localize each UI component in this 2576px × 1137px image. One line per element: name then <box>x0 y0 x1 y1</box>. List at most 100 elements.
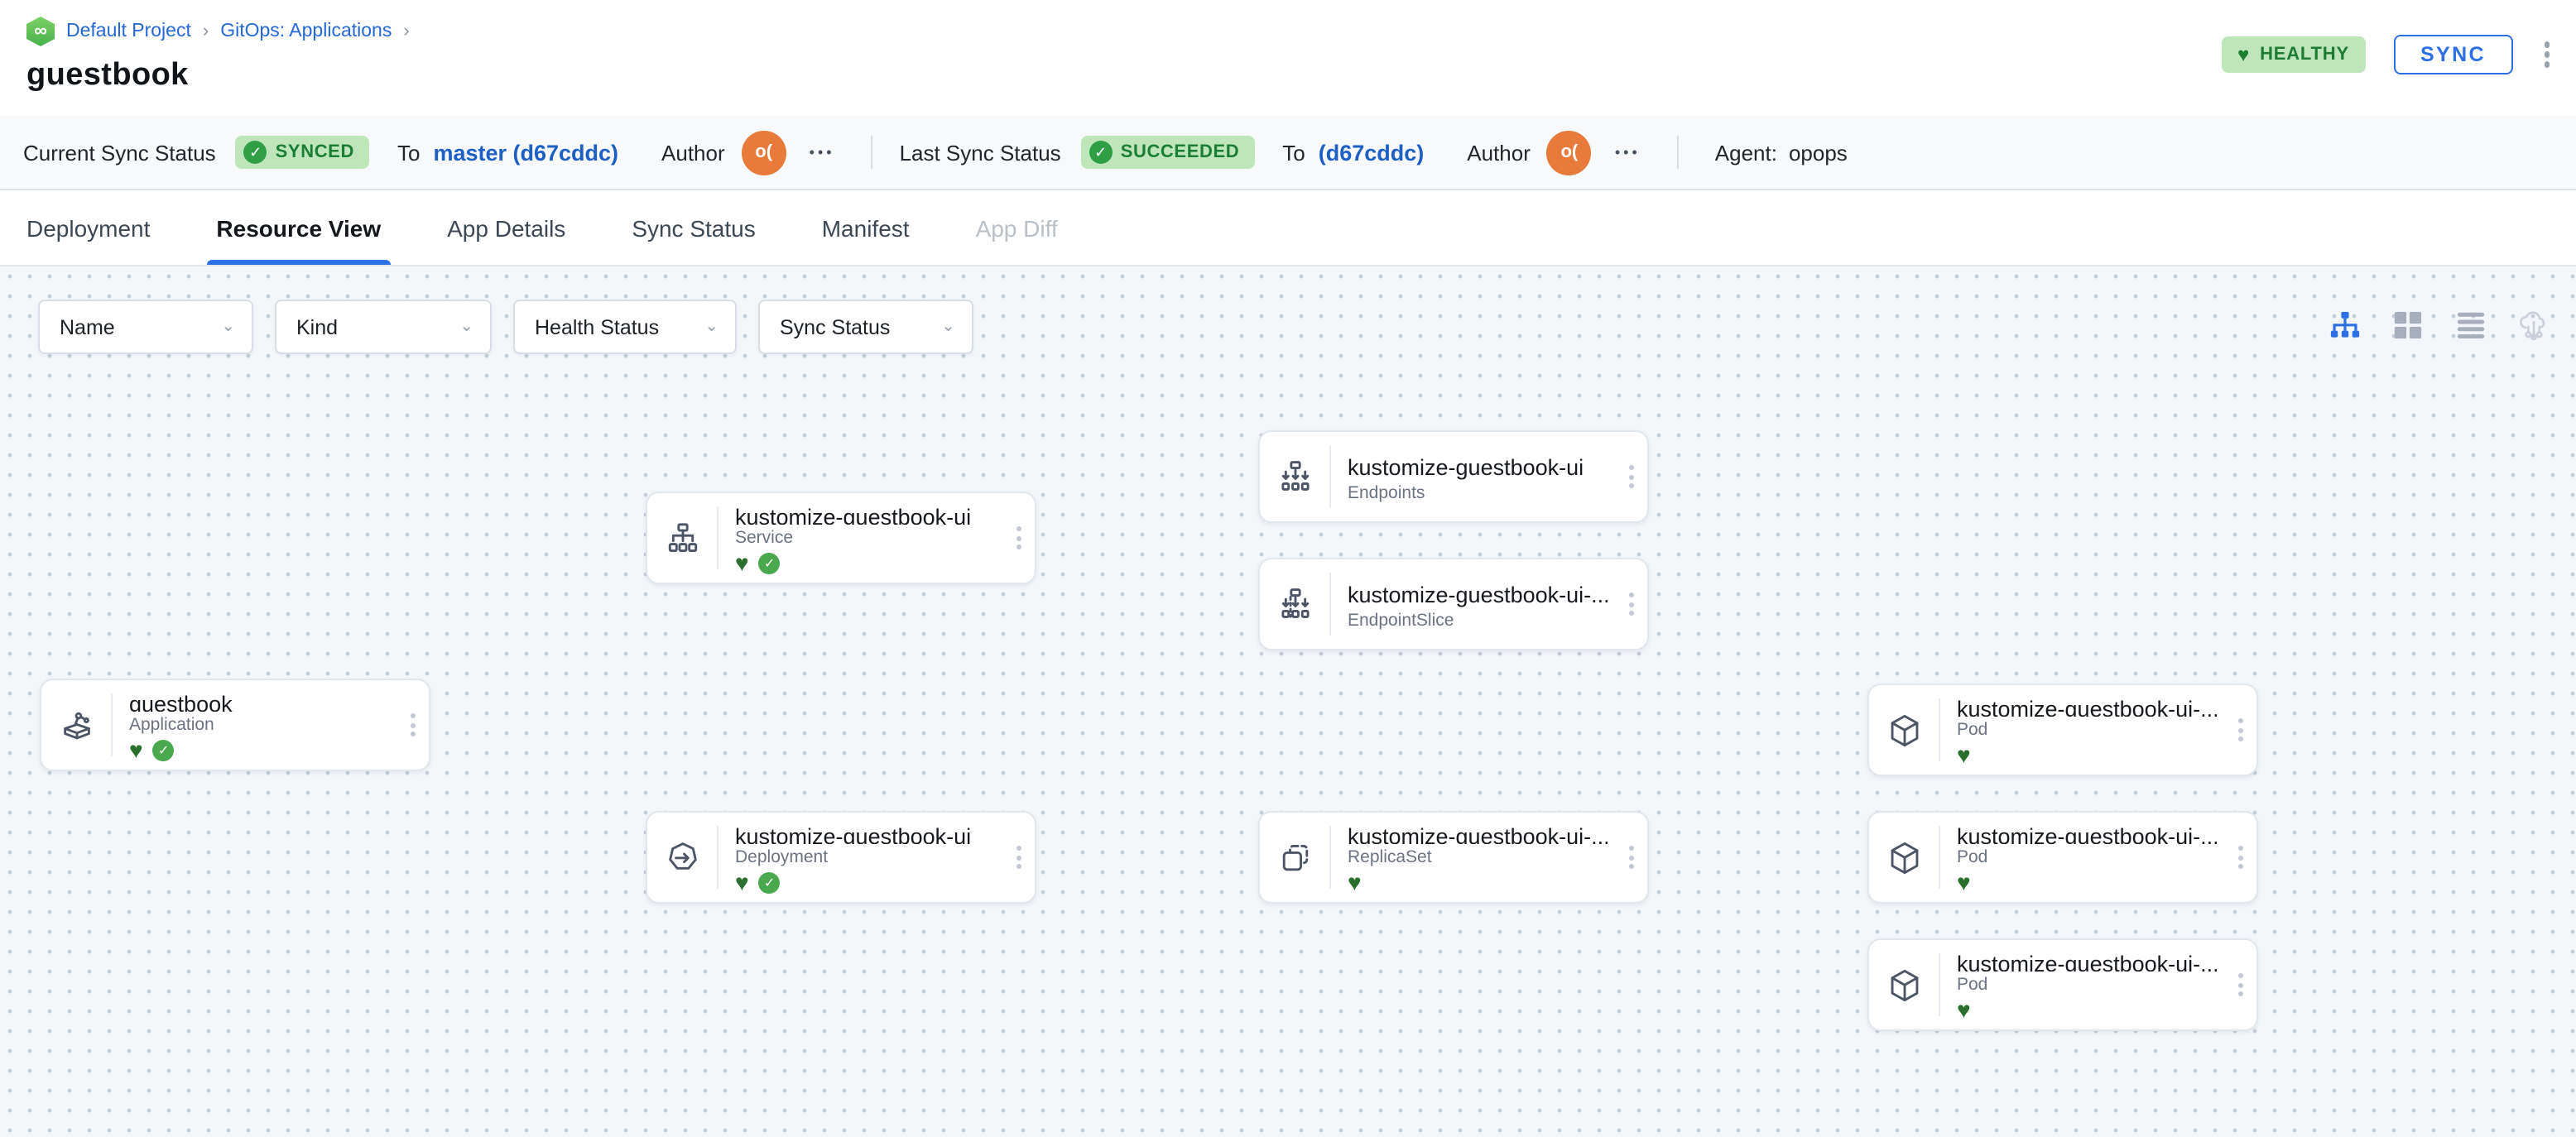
breadcrumb-link-gitops-applications[interactable]: GitOps: Applications <box>220 22 392 41</box>
to-label: To <box>396 140 421 165</box>
node-endpointslice-eps[interactable]: kustomize-guestbook-ui-...EndpointSlice <box>1258 558 1649 650</box>
replicaset-icon <box>1260 813 1329 902</box>
synced-check-icon: ✓ <box>758 553 781 574</box>
node-kebab-menu[interactable] <box>2223 940 2256 1029</box>
node-status-icons: ♥ <box>1348 869 1608 895</box>
node-pod-pod2[interactable]: kustomize-guestbook-ui-...Pod♥ <box>1867 811 2258 904</box>
node-body: kustomize-guestbook-ui-...Pod♥ <box>1940 813 2223 902</box>
node-kebab-menu[interactable] <box>1002 493 1035 583</box>
node-kebab-menu[interactable] <box>396 680 429 770</box>
deployment-icon <box>647 813 717 902</box>
agent-value: opops <box>1788 140 1848 165</box>
node-kind: Pod <box>1957 847 1988 867</box>
healthy-heart-icon: ♥ <box>129 736 143 763</box>
resource-graph-canvas[interactable]: Name ⌄ Kind ⌄ Health Status ⌄ Sync Statu… <box>0 266 2576 1137</box>
header-kebab-menu[interactable] <box>2540 39 2553 71</box>
check-circle-icon: ✓ <box>1089 141 1113 164</box>
tab-manifest[interactable]: Manifest <box>821 214 910 241</box>
tab-sync-status[interactable]: Sync Status <box>632 214 756 241</box>
node-kind: Application <box>129 715 214 735</box>
author-avatar: o( <box>1546 130 1592 175</box>
node-pod-pod1[interactable]: kustomize-guestbook-ui-... Pod ♥ <box>1867 684 2258 776</box>
current-sync-commit-link[interactable]: master (d67cddc) <box>433 140 619 165</box>
divider <box>1939 698 1940 761</box>
filter-kind-dropdown[interactable]: Kind ⌄ <box>275 300 492 354</box>
synced-badge-label: SYNCED <box>275 142 354 162</box>
divider <box>1939 826 1940 889</box>
tab-app-diff: App Diff <box>975 214 1058 241</box>
breadcrumb-link-project[interactable]: Default Project <box>66 22 191 41</box>
pod-icon <box>1869 813 1939 902</box>
tab-app-details[interactable]: App Details <box>447 214 566 241</box>
health-status-badge: ♥ HEALTHY <box>2221 36 2366 73</box>
healthy-heart-icon: ♥ <box>735 869 749 895</box>
node-title: guestbook <box>129 692 233 712</box>
node-kebab-menu[interactable] <box>1002 813 1035 902</box>
sync-button[interactable]: SYNC <box>2393 35 2512 74</box>
node-kind: ReplicaSet <box>1348 847 1432 867</box>
chevron-down-icon: ⌄ <box>221 318 235 336</box>
current-sync-status-label: Current Sync Status <box>23 140 216 165</box>
cloud-view-icon[interactable] <box>2518 309 2550 341</box>
filter-health-status-dropdown[interactable]: Health Status ⌄ <box>513 300 737 354</box>
node-kebab-menu[interactable] <box>1614 432 1647 521</box>
divider <box>1939 953 1940 1016</box>
node-kebab-menu[interactable] <box>2223 813 2256 902</box>
node-replicaset-rs[interactable]: kustomize-guestbook-ui-... ReplicaSet♥ <box>1258 811 1649 904</box>
tree-view-icon[interactable] <box>2329 309 2361 341</box>
tab-deployment[interactable]: Deployment <box>26 214 151 241</box>
node-kind: Pod <box>1957 720 1988 740</box>
synced-check-icon: ✓ <box>152 740 175 761</box>
grid-view-icon[interactable] <box>2392 309 2424 341</box>
filter-sync-status-dropdown[interactable]: Sync Status ⌄ <box>758 300 973 354</box>
application-icon <box>41 680 111 770</box>
filter-health-status-label: Health Status <box>535 315 660 338</box>
healthy-heart-icon: ♥ <box>1348 869 1362 895</box>
author-label: Author <box>661 140 725 165</box>
succeeded-badge-label: SUCCEEDED <box>1120 142 1240 162</box>
node-kind: Service <box>735 528 794 548</box>
last-sync-more-button[interactable]: ••• <box>1614 144 1641 161</box>
list-view-icon[interactable] <box>2455 309 2487 341</box>
node-body: kustomize-guestbook-ui-...EndpointSlice <box>1331 559 1614 649</box>
endpoints-icon <box>1260 432 1329 521</box>
divider <box>717 506 718 569</box>
author-label: Author <box>1467 140 1531 165</box>
service-icon <box>647 493 717 583</box>
node-pod-pod3[interactable]: kustomize-guestbook-ui-...Pod♥ <box>1867 938 2258 1031</box>
node-kebab-menu[interactable] <box>1614 813 1647 902</box>
node-title: kustomize-guestbook-ui-... <box>1348 582 1608 607</box>
node-kebab-menu[interactable] <box>2223 685 2256 775</box>
author-avatar: o( <box>741 130 786 175</box>
node-kebab-menu[interactable] <box>1614 559 1647 649</box>
node-title: kustomize-guestbook-ui-... <box>1957 824 2217 844</box>
sync-status-bar: Current Sync Status ✓ SYNCED To master (… <box>0 116 2576 190</box>
synced-check-icon: ✓ <box>758 872 781 894</box>
node-status-icons: ♥ <box>1957 743 2217 766</box>
node-status-icons: ♥✓ <box>735 869 995 895</box>
node-status-icons: ♥✓ <box>735 551 995 574</box>
filter-name-dropdown[interactable]: Name ⌄ <box>38 300 253 354</box>
breadcrumb-separator: › <box>202 22 209 41</box>
node-title: kustomize-guestbook-ui-... <box>1957 952 2217 971</box>
breadcrumb: ∞ Default Project › GitOps: Applications… <box>26 17 2576 46</box>
node-title: kustomize-guestbook-ui-... <box>1348 824 1608 844</box>
node-title: kustomize-guestbook-ui-... <box>1957 697 2217 717</box>
divider <box>1329 573 1331 636</box>
node-kind: Endpoints <box>1348 482 1425 502</box>
chevron-down-icon: ⌄ <box>459 318 473 336</box>
filter-bar: Name ⌄ Kind ⌄ Health Status ⌄ Sync Statu… <box>38 300 973 354</box>
pod-icon <box>1869 685 1939 775</box>
last-sync-commit-link[interactable]: (d67cddc) <box>1318 140 1425 165</box>
current-sync-more-button[interactable]: ••• <box>809 144 835 161</box>
node-title: kustomize-guestbook-ui <box>1348 454 1584 479</box>
last-sync-status-label: Last Sync Status <box>899 140 1061 165</box>
tab-resource-view[interactable]: Resource View <box>206 190 392 265</box>
node-body: kustomize-guestbook-ui-... ReplicaSet♥ <box>1331 813 1614 902</box>
